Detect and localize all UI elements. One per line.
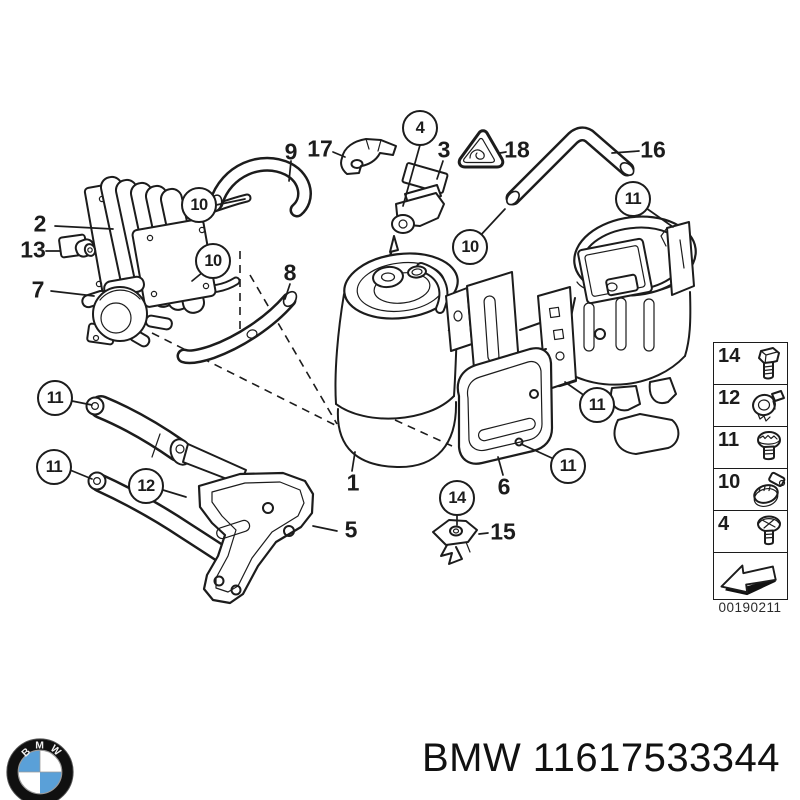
legend-item-12: 12: [714, 385, 787, 427]
callout-label-1: 1: [346, 469, 360, 496]
pan-head-screw-icon: [750, 513, 786, 553]
part-bracket-5: [85, 395, 315, 605]
drawing-number: 00190211: [718, 600, 782, 615]
legend-label: 14: [718, 345, 741, 367]
fastener-legend: 14 12: [713, 342, 788, 600]
callout-label-15: 15: [490, 518, 516, 545]
callout-label-6: 6: [497, 473, 511, 500]
part-bracket-17: [340, 138, 397, 175]
part-warning-triangle-18: [457, 129, 505, 169]
legend-item-arrow: [714, 553, 787, 599]
callout-label-8: 8: [283, 259, 297, 286]
torx-screw-icon: [750, 429, 786, 467]
callout-circle-11: 11: [36, 449, 72, 485]
callout-circle-14: 14: [439, 480, 475, 516]
svg-text:M: M: [35, 740, 44, 751]
retaining-clip-icon: [748, 387, 786, 425]
part-holder-strap: [483, 215, 697, 458]
direction-arrow-icon: [717, 557, 783, 597]
legend-label: 12: [718, 387, 741, 409]
legend-label: 10: [718, 471, 741, 493]
legend-item-14: 14: [714, 343, 787, 385]
callout-label-5: 5: [344, 516, 358, 543]
legend-label: 4: [718, 513, 730, 535]
part-canister-1: [334, 252, 459, 469]
part-hose-8: [176, 290, 298, 365]
callout-circle-10: 10: [452, 229, 488, 265]
callout-circle-11: 11: [37, 380, 73, 416]
callout-circle-11: 11: [615, 181, 651, 217]
bmw-logo: B M W: [2, 736, 78, 800]
part-heat-exchanger-2: [83, 175, 252, 314]
callout-circle-10: 10: [181, 187, 217, 223]
callout-circle-11: 11: [579, 387, 615, 423]
legend-item-4: 4: [714, 511, 787, 553]
part-connector-13: [58, 233, 97, 259]
callout-label-3: 3: [437, 136, 451, 163]
callout-label-2: 2: [33, 210, 47, 237]
leader-lines: [45, 144, 674, 535]
hex-bolt-icon: [750, 345, 786, 383]
legend-item-11: 11: [714, 427, 787, 469]
part-hose-16: [505, 126, 635, 206]
callout-circle-10: 10: [195, 243, 231, 279]
legend-item-10: 10: [714, 469, 787, 511]
callout-label-17: 17: [307, 135, 333, 162]
part-bracket-6: [445, 271, 577, 465]
callout-label-16: 16: [640, 136, 666, 163]
callout-label-18: 18: [504, 136, 530, 163]
part-clip-15: [432, 519, 478, 565]
construction-lines: [151, 251, 521, 447]
part-pump-7: [81, 275, 173, 348]
legend-label: 11: [718, 429, 740, 451]
part-number-text: BMW 11617533344: [421, 736, 781, 780]
callout-label-9: 9: [284, 138, 298, 165]
callout-circle-12: 12: [128, 468, 164, 504]
callout-label-13: 13: [20, 236, 46, 263]
callout-circle-4: 4: [402, 110, 438, 146]
callout-circle-11: 11: [550, 448, 586, 484]
hose-clamp-icon: [748, 471, 786, 511]
callout-label-7: 7: [31, 276, 45, 303]
